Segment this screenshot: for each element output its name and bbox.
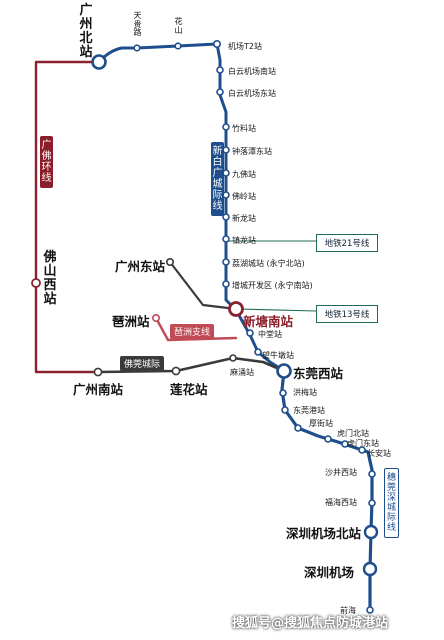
station-dot-jichang-t2 bbox=[213, 39, 222, 48]
station-dot-houjie bbox=[294, 424, 302, 432]
station-label-foshan-west: 佛山西站 bbox=[43, 250, 57, 307]
station-label-sz-airport: 深圳机场 bbox=[304, 565, 355, 580]
station-label-qianhai: 前海 bbox=[340, 606, 356, 615]
station-dot-baiyun-south bbox=[216, 66, 224, 74]
station-label-wangniudun: 望牛墩站 bbox=[262, 351, 294, 360]
transfer-badge-metro-21: 地铁21号线 bbox=[316, 234, 378, 252]
station-label-zengcheng-dev: 增城开发区 (永宁南站) bbox=[232, 281, 313, 290]
station-label-xinlong: 新龙站 bbox=[232, 214, 256, 223]
guangfo-ring-route bbox=[34, 60, 101, 374]
station-dot-shajing-west bbox=[368, 470, 376, 478]
station-markers bbox=[31, 39, 379, 614]
guangzhou-east-spur bbox=[168, 260, 238, 311]
station-dot-guangzhou-east bbox=[166, 257, 175, 266]
station-dot-wangniudun bbox=[254, 348, 262, 356]
station-dot-humen-east bbox=[341, 440, 349, 448]
station-label-lihu-city: 荔湖城站 (永宁北站) bbox=[232, 259, 305, 268]
station-label-guangzhou-east: 广州东站 bbox=[115, 259, 166, 274]
station-label-hongmei: 洪梅站 bbox=[293, 388, 317, 397]
station-label-jichang-t2: 机场T2站 bbox=[228, 42, 262, 51]
station-label-sz-airport-north: 深圳机场北站 bbox=[286, 526, 362, 541]
station-dot-dongguan-west bbox=[276, 363, 292, 379]
station-dot-hongmei bbox=[279, 389, 287, 397]
station-label-fuhai-west: 福海西站 bbox=[325, 498, 357, 507]
station-dot-pazhou bbox=[152, 313, 161, 322]
station-dot-sz-airport bbox=[362, 561, 378, 577]
station-label-zhuliao: 竹料站 bbox=[232, 124, 256, 133]
line-badge-xinbai: 新白广城际线 bbox=[211, 142, 224, 216]
station-label-pazhou: 琶洲站 bbox=[112, 314, 150, 329]
station-label-tianguilu: 天贵路 bbox=[133, 11, 142, 37]
station-dot-fuhai-west bbox=[368, 499, 376, 507]
line-badge-guangfo: 广佛环线 bbox=[40, 136, 53, 188]
metro13-connector bbox=[235, 308, 317, 312]
station-label-zhenlong: 镇龙站 bbox=[232, 236, 256, 245]
transfer-badge-metro-13: 地铁13号线 bbox=[316, 305, 378, 323]
station-label-humen-east: 虎门东站 bbox=[347, 439, 379, 448]
station-label-huashan: 花山 bbox=[174, 17, 183, 35]
station-dot-qianhai bbox=[366, 606, 374, 614]
station-dot-huashan bbox=[174, 42, 182, 50]
station-dot-xinbai-6 bbox=[222, 258, 230, 266]
station-dot-humen-north bbox=[324, 435, 332, 443]
station-dot-xinbai-7 bbox=[222, 280, 230, 288]
line-badge-fowan: 佛莞城际 bbox=[120, 356, 165, 371]
station-label-changan: 长安站 bbox=[367, 449, 391, 458]
station-dot-xinbai-5 bbox=[222, 235, 230, 243]
station-label-dongguangang: 东莞港站 bbox=[293, 406, 325, 415]
line-badge-pixu: 琶洲支线 bbox=[170, 324, 215, 339]
station-label-dongguan-west: 东莞西站 bbox=[293, 366, 344, 381]
station-label-zhongluotan-east: 钟落潭东站 bbox=[232, 147, 272, 156]
station-dot-tianguilu bbox=[133, 44, 141, 52]
station-label-shajing-west: 沙井西站 bbox=[325, 468, 357, 477]
station-dot-xinbai-4 bbox=[222, 213, 230, 221]
station-dot-guangzhou-south bbox=[93, 367, 103, 377]
station-dot-sz-airport-north bbox=[363, 524, 379, 540]
watermark: 搜狐号@搜狐焦点防城港站 bbox=[232, 616, 389, 631]
station-dot-zhongtang bbox=[246, 329, 254, 337]
station-dot-baiyun-east bbox=[216, 88, 224, 96]
station-label-baiyun-south: 白云机场南站 bbox=[228, 67, 276, 76]
station-label-guangzhou-south: 广州南站 bbox=[73, 382, 124, 397]
station-dot-guangzhou-north bbox=[91, 54, 107, 70]
line-badge-guanshen: 穗莞深城际线 bbox=[384, 468, 399, 538]
station-dot-foshan-west bbox=[31, 278, 41, 288]
station-label-jiufo: 九佛站 bbox=[232, 170, 256, 179]
station-dot-mayong bbox=[229, 354, 237, 362]
station-dot-xintang-south bbox=[228, 301, 244, 317]
station-dot-changan bbox=[358, 446, 366, 454]
station-dot-xinbai-0 bbox=[222, 123, 230, 131]
station-label-foling: 佛岭站 bbox=[232, 192, 256, 201]
pazhou-branch-route bbox=[154, 316, 238, 342]
station-label-baiyun-east: 白云机场东站 bbox=[228, 89, 276, 98]
station-label-humen-north: 虎门北站 bbox=[337, 429, 369, 438]
station-label-lianhua: 莲花站 bbox=[170, 382, 208, 397]
station-label-mayong: 麻涌站 bbox=[230, 368, 254, 377]
station-dot-dongguangang bbox=[281, 406, 289, 414]
station-label-houjie: 厚街站 bbox=[309, 419, 333, 428]
station-label-xintang-south: 新塘南站 bbox=[243, 314, 294, 329]
station-dot-lianhua bbox=[171, 366, 181, 376]
station-label-guangzhou-north: 广州北站 bbox=[79, 3, 93, 60]
station-label-zhongtang: 中堂站 bbox=[258, 330, 282, 339]
